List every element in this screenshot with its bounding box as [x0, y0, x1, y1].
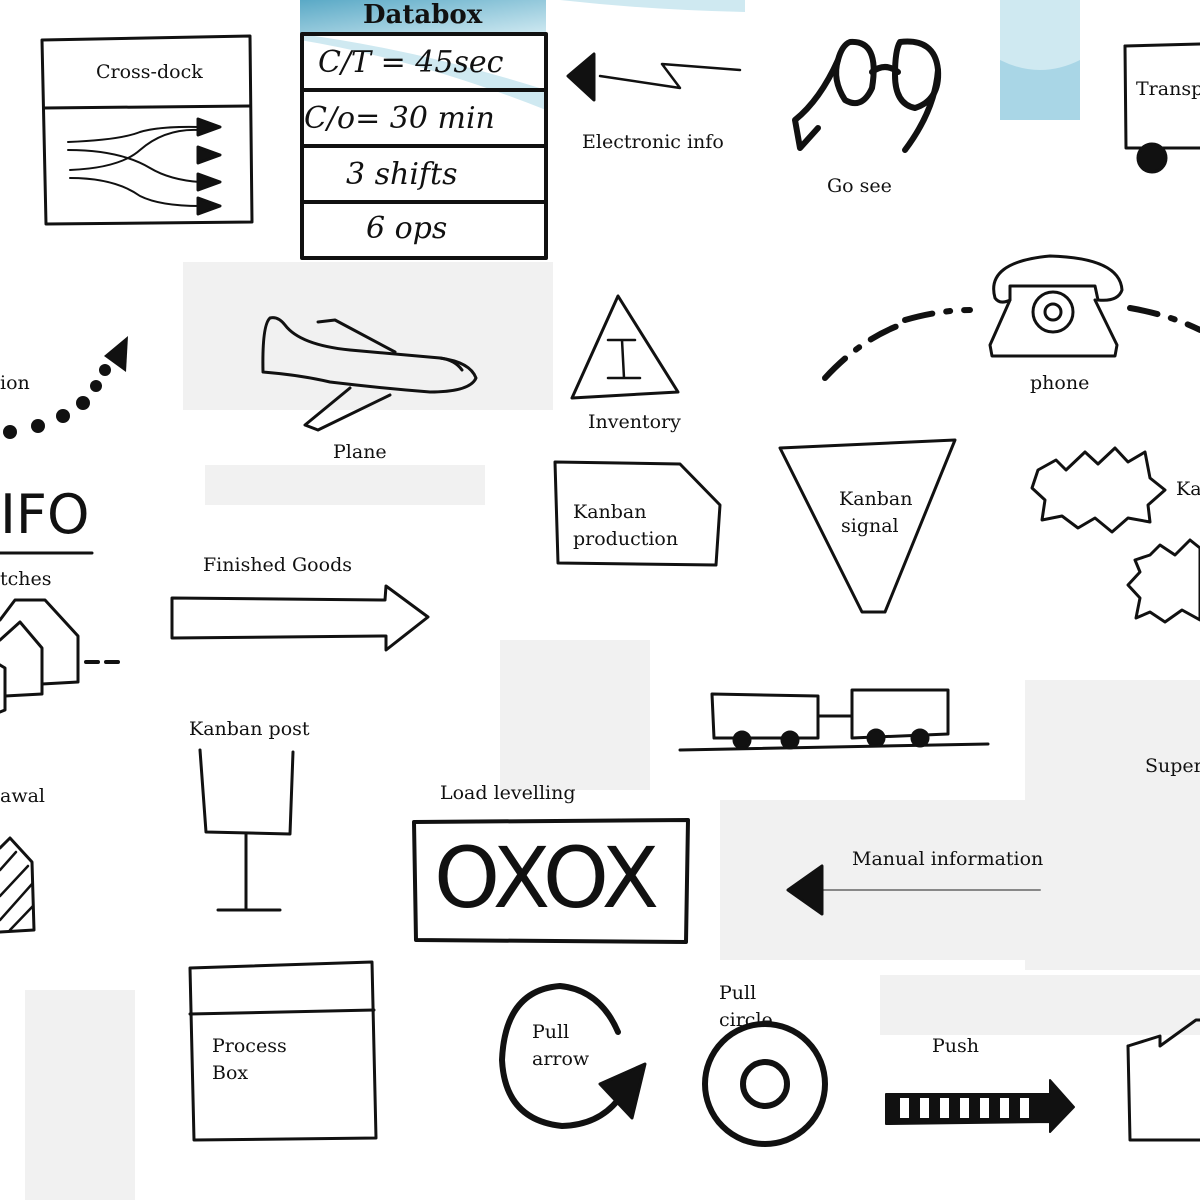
- transport-truck-icon: [1123, 42, 1200, 174]
- production-control-label: ion: [0, 372, 30, 394]
- finished-goods-label: Finished Goods: [203, 554, 352, 576]
- background-patch: [880, 975, 1200, 1035]
- manual-information-label: Manual information: [852, 848, 1044, 870]
- go-see-icon: [792, 38, 942, 153]
- inventory-triangle-icon: [570, 294, 680, 400]
- electronic-info-label: Electronic info: [582, 131, 724, 153]
- databox-shifts: 3 shifts: [346, 157, 458, 192]
- inventory-label: Inventory: [588, 411, 681, 433]
- cross-dock-label: Cross-dock: [96, 61, 203, 83]
- withdrawal-icon: [0, 836, 36, 934]
- kanban-signal-triangle: [778, 438, 957, 614]
- background-patch: [500, 640, 650, 790]
- kanban-production-card: [553, 460, 722, 567]
- pull-arrow-icon: [499, 983, 647, 1129]
- right-banner-wave: [1000, 60, 1080, 120]
- finished-goods-arrow: [170, 584, 430, 652]
- kanban-post-icon: [198, 748, 295, 912]
- databox-banner: [300, 0, 546, 34]
- pull-circle-label: Pull: [719, 982, 757, 1004]
- kanban-post-label: Kanban post: [189, 718, 310, 740]
- databox-table: [300, 32, 548, 260]
- plane-label: Plane: [333, 441, 387, 463]
- load-levelling-box: [412, 818, 690, 944]
- go-see-label: Go see: [827, 175, 892, 197]
- databox-operators: 6 ops: [366, 211, 448, 246]
- background-patch: [1025, 680, 1200, 970]
- process-box-label: Process: [212, 1035, 287, 1057]
- phone-label: phone: [1030, 372, 1090, 394]
- manual-information-arrow: [786, 864, 1041, 916]
- databox-wave: [300, 34, 546, 110]
- background-patch: [25, 990, 135, 1200]
- top-banner-strip: [555, 0, 745, 12]
- kanban-signal-label: Kanban: [839, 488, 913, 510]
- push-arrow-icon: [885, 1079, 1075, 1133]
- pull-arrow-label: Pull: [532, 1021, 570, 1043]
- electronic-info-arrow: [566, 52, 742, 102]
- kanban-production-label-2: production: [573, 528, 679, 550]
- withdrawal-label: awal: [0, 785, 45, 807]
- dotted-arrow-icon: [3, 336, 128, 439]
- pull-circle-label-2: circle: [719, 1009, 773, 1031]
- transport-label: Transp: [1136, 78, 1200, 100]
- kaizen-burst-icon: [1030, 446, 1200, 624]
- load-levelling-label: Load levelling: [440, 782, 576, 804]
- cross-dock-icon: [40, 34, 254, 226]
- fifo-label: IFO: [0, 483, 90, 546]
- plane-icon: [261, 316, 478, 432]
- phone-icon: [822, 254, 1200, 381]
- train-icon: [678, 688, 990, 752]
- databox-cycle-time: C/T = 45sec: [318, 45, 504, 80]
- process-box-icon: [188, 960, 378, 1142]
- process-box-label-2: Box: [212, 1062, 249, 1084]
- pull-arrow-label-2: arrow: [532, 1048, 590, 1070]
- batches-icon: [0, 598, 120, 714]
- kaizen-label: Ka: [1176, 478, 1200, 500]
- background-patch: [205, 465, 485, 505]
- supermarket-label: Super: [1145, 755, 1200, 777]
- background-patch: [720, 800, 1040, 960]
- batches-label: tches: [0, 568, 52, 590]
- pull-circle-icon: [702, 1021, 828, 1147]
- kanban-signal-label-2: signal: [841, 515, 899, 537]
- databox-title: Databox: [363, 0, 483, 30]
- kanban-production-label: Kanban: [573, 501, 647, 523]
- load-levelling-oxox: OXOX: [434, 829, 659, 927]
- supermarket-icon: [1126, 1018, 1200, 1142]
- databox-changeover: C/o= 30 min: [304, 101, 495, 136]
- push-label: Push: [932, 1035, 980, 1057]
